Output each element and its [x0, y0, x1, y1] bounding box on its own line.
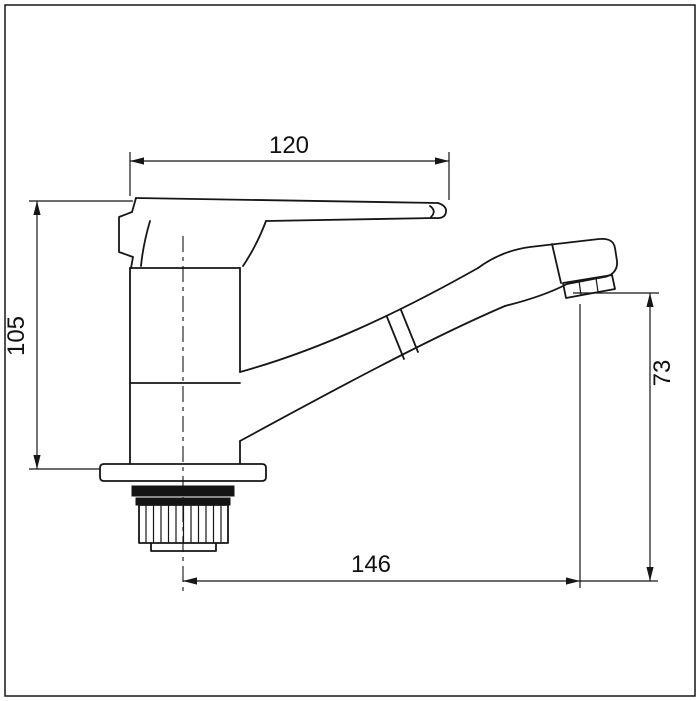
- dimension-top-width: 120: [129, 132, 450, 200]
- arrowhead-left: [130, 157, 144, 165]
- dimension-label-right-height: 73: [649, 360, 676, 387]
- arrowhead-right: [435, 157, 449, 165]
- dimension-label-left-height: 105: [3, 316, 30, 356]
- dimension-left-height: 105: [3, 200, 133, 470]
- arrowhead-top: [33, 201, 41, 215]
- spout-joint-line-2: [400, 309, 419, 353]
- lever-end-knob: [118, 211, 134, 269]
- spout-head-outline: [477, 237, 618, 307]
- lever-right-cap: [434, 202, 447, 220]
- faucet-body: [129, 267, 241, 465]
- spout-joint-line-1: [386, 316, 405, 360]
- dimension-label-top-width: 120: [269, 132, 309, 159]
- drawing-border: [4, 4, 696, 697]
- faucet-spout: [239, 237, 618, 442]
- arrowhead-bottom: [33, 455, 41, 469]
- spout-head-divider: [551, 243, 562, 284]
- arrowhead-right: [566, 577, 580, 585]
- handle-neck-right: [242, 220, 267, 267]
- arrowhead-top: [646, 293, 654, 307]
- base-flange: [99, 463, 267, 482]
- spout-lower-edge: [239, 305, 506, 442]
- lever-bottom-edge: [265, 217, 436, 222]
- handle-neck-left: [140, 220, 151, 267]
- dimension-right-height: 73: [573, 292, 676, 581]
- arrowhead-left: [183, 577, 197, 585]
- aerator-tick-2: [595, 277, 599, 293]
- lever-left-edge: [131, 197, 137, 213]
- faucet-lever-handle: [118, 197, 447, 269]
- lever-right-inner-line: [429, 205, 435, 218]
- dimension-bottom-reach: 146: [183, 304, 658, 588]
- lever-top-edge: [135, 197, 439, 204]
- dimension-label-bottom-reach: 146: [351, 551, 391, 578]
- arrowhead-bottom: [646, 567, 654, 581]
- spout-upper-edge: [239, 267, 479, 373]
- aerator-outline: [562, 274, 616, 299]
